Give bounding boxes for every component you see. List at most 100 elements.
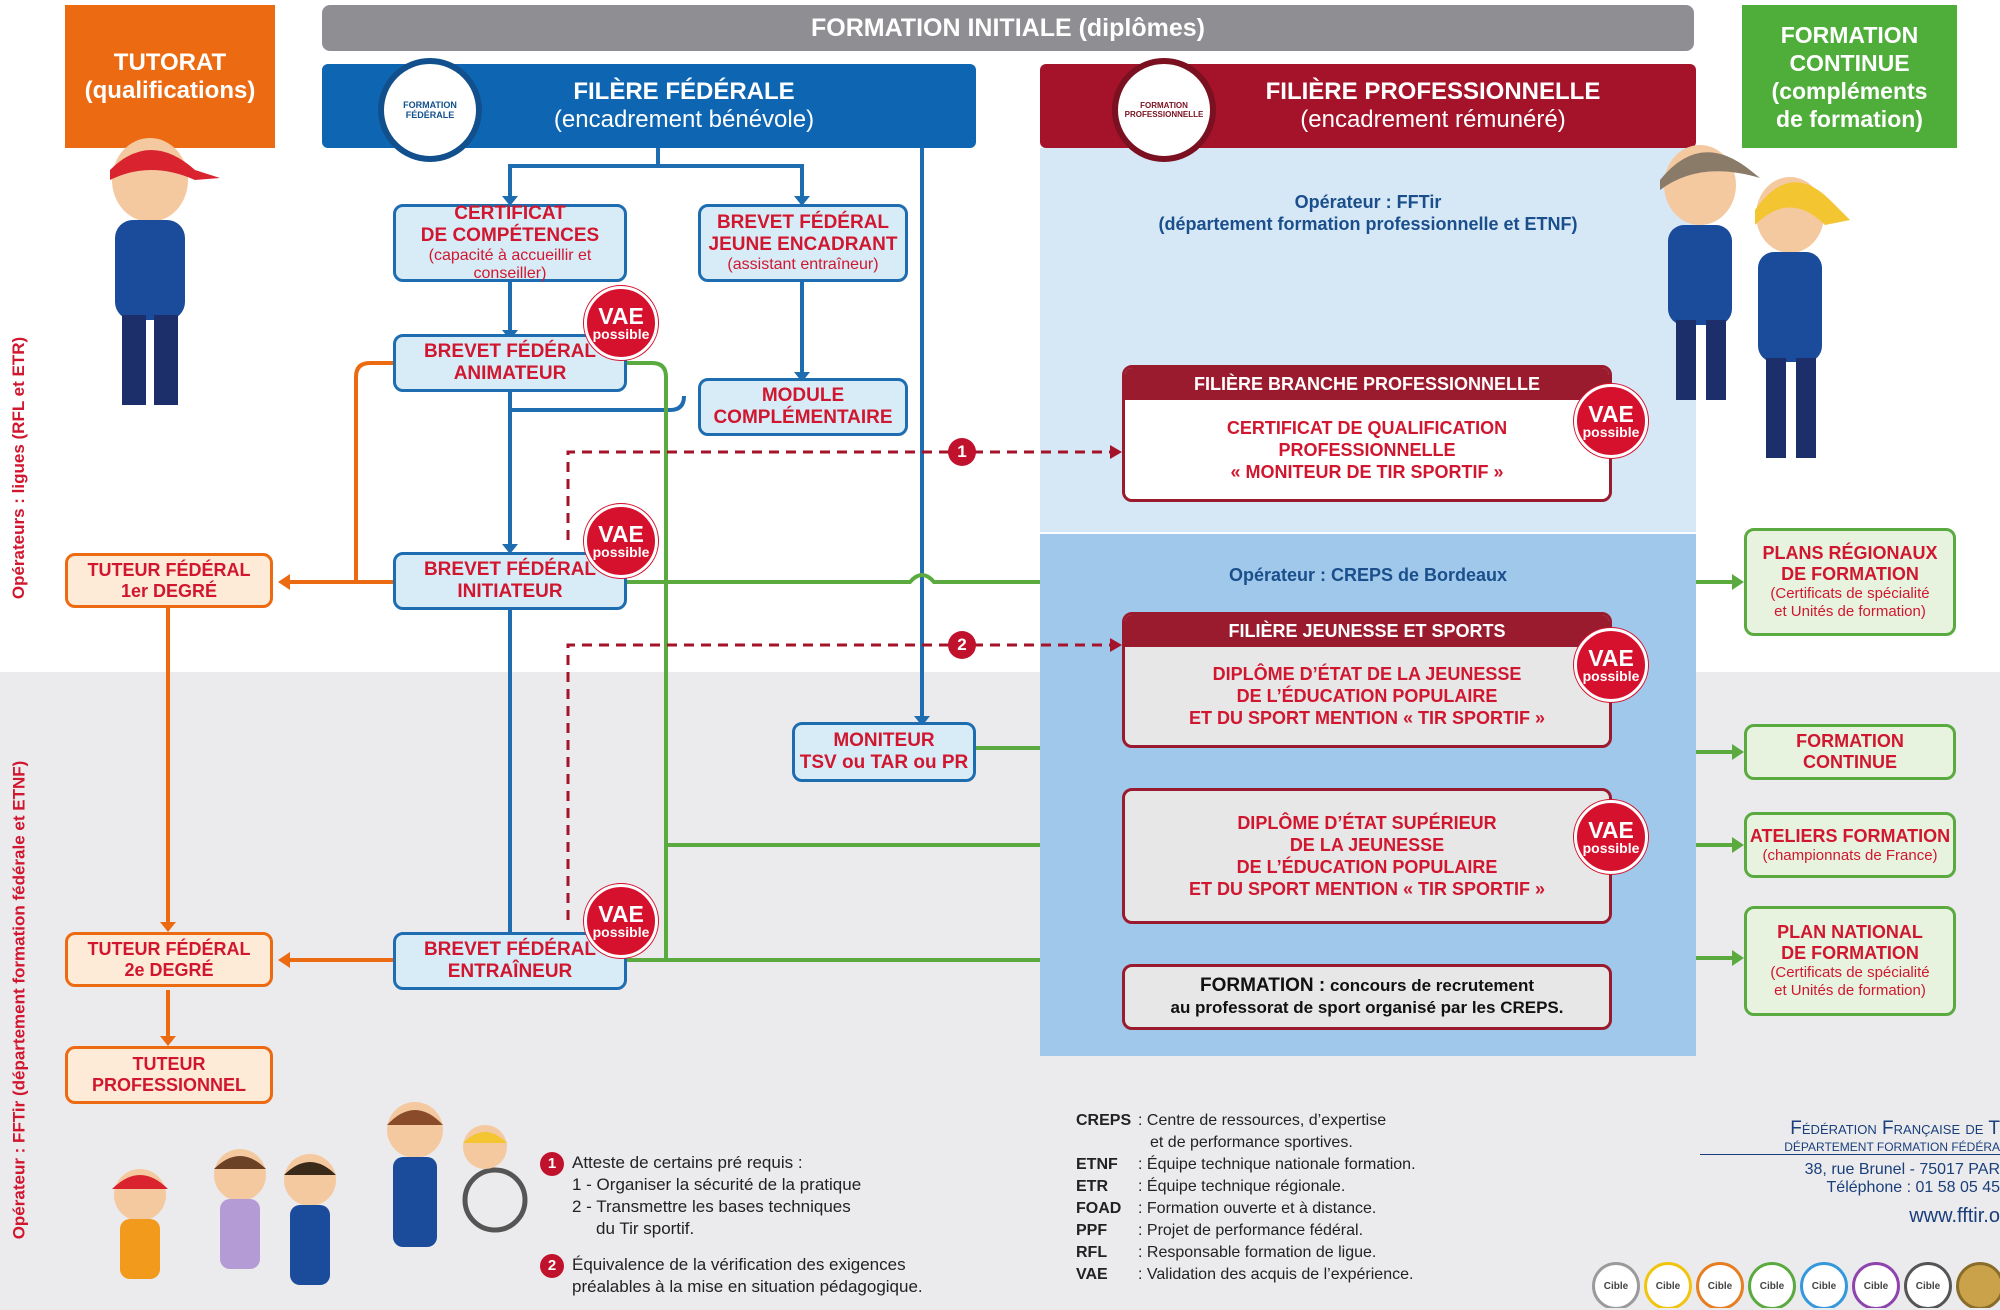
branche-bar-label: FILIÈRE BRANCHE PROFESSIONNELLE <box>1193 374 1541 394</box>
jeunesse-line-3: ET DU SPORT MENTION « TIR SPORTIF » <box>1188 708 1546 728</box>
cible-badge-label: Cible <box>1603 1280 1629 1292</box>
certificat-line-2: DE COMPÉTENCES <box>420 225 600 246</box>
jeunesse-bar-label: FILIÈRE JEUNESSE ET SPORTS <box>1228 621 1506 641</box>
pro-subtitle: (encadrement rémunéré) <box>1300 106 1566 133</box>
certificat-sub: (capacité à accueillir et conseiller) <box>428 247 592 282</box>
note-2-row: 2 Équivalence de la vérification des exi… <box>540 1254 990 1298</box>
continue-line-1: FORMATION <box>1780 21 1919 48</box>
shooters-illustration <box>112 1102 528 1285</box>
legend-text: et de performance sportives. <box>1150 1134 1353 1151</box>
legend-abbr: ETR <box>1076 1178 1108 1195</box>
legend-text: : Responsable formation de ligue. <box>1138 1244 1377 1261</box>
formation-continue-box: FORMATION CONTINUE <box>1744 724 1956 780</box>
note-2-line-2: préalables à la mise en situation pédago… <box>572 1277 923 1296</box>
formation-bold: FORMATION : <box>1199 975 1326 996</box>
formation-continue-label: FORMATION CONTINUE <box>1796 731 1904 772</box>
ateliers-line-1: ATELIERS FORMATION <box>1749 825 1951 846</box>
tuteur1-line-1: TUTEUR FÉDÉRAL <box>87 559 251 580</box>
cible-badge-label: Cible <box>1707 1280 1733 1292</box>
bfje-sub: (assistant entraîneur) <box>727 256 879 273</box>
tuteur-professionnel-box: TUTEUR PROFESSIONNEL <box>65 1046 273 1104</box>
plan-national-line-2: DE FORMATION <box>1781 943 1919 963</box>
operator-fftir-line-1: Opérateur : FFTir <box>1294 192 1442 212</box>
plans-regionaux-box: PLANS RÉGIONAUX DE FORMATION (Certificat… <box>1744 528 1956 636</box>
bf-animateur-box: BREVET FÉDÉRAL ANIMATEUR <box>393 334 627 392</box>
cible-badge-label: Cible <box>1655 1280 1681 1292</box>
filiere-branche-box: FILIÈRE BRANCHE PROFESSIONNELLE CERTIFIC… <box>1122 365 1612 502</box>
module-line-1: MODULE <box>761 385 845 406</box>
legend-row-etnf: ETNF: Équipe technique nationale formati… <box>1076 1154 1506 1176</box>
vae-label: VAE <box>598 521 644 547</box>
tuteurpro-line-1: TUTEUR <box>132 1054 206 1074</box>
cible-badge-label: Cible <box>1811 1280 1837 1292</box>
initiateur-line-2: INITIATEUR <box>457 581 563 602</box>
jeunesse-line-2: DE L’ÉDUCATION POPULAIRE <box>1236 686 1498 706</box>
abbreviation-legend: CREPS: Centre de ressources, d’expertise… <box>1076 1110 1506 1286</box>
legend-row-rfl: RFL: Responsable formation de ligue. <box>1076 1242 1506 1264</box>
legend-row-foad: FOAD: Formation ouverte et à distance. <box>1076 1198 1506 1220</box>
tutorat-title: TUTORAT <box>113 48 227 76</box>
ateliers-sub-1: (championnats de France) <box>1762 846 1938 864</box>
pro-badge-text: FORMATION PROFESSIONNELLE <box>1124 101 1204 119</box>
tuteur-1er-degre-box: TUTEUR FÉDÉRAL 1er DEGRÉ <box>65 553 273 608</box>
org-footer: Fédération Française de T DÉPARTEMENT FO… <box>1700 1118 2000 1228</box>
note-2-line-1: Équivalence de la vérification des exige… <box>572 1255 906 1274</box>
vae-sub: possible <box>592 544 650 560</box>
module-complementaire-box: MODULE COMPLÉMENTAIRE <box>698 378 908 436</box>
federale-title: FILÈRE FÉDÉRALE <box>573 78 795 105</box>
bf-jeune-encadrant-box: BREVET FÉDÉRAL JEUNE ENCADRANT (assistan… <box>698 204 908 282</box>
federale-badge-text: FORMATION FÉDÉRALE <box>403 100 457 120</box>
note-1-item-2b: du Tir sportif. <box>596 1219 695 1238</box>
filiere-jeunesse-box: FILIÈRE JEUNESSE ET SPORTS DIPLÔME D’ÉTA… <box>1122 612 1612 748</box>
cible-badge: Cible <box>1592 1262 1640 1308</box>
branche-line-3: « MONITEUR DE TIR SPORTIF » <box>1230 462 1504 482</box>
legend-abbr: VAE <box>1076 1266 1108 1283</box>
tutorat-subtitle: (qualifications) <box>84 76 256 104</box>
vae-label: VAE <box>1588 401 1634 427</box>
org-phone: Téléphone : 01 58 05 45 <box>1826 1179 2000 1196</box>
formation-rest: concours de recrutement <box>1325 976 1535 995</box>
entraineur-line-2: ENTRAÎNEUR <box>447 961 573 982</box>
note-2-text: Équivalence de la vérification des exige… <box>572 1254 923 1298</box>
legend-abbr: ETNF <box>1076 1156 1118 1173</box>
vae-sub: possible <box>592 924 650 940</box>
marker-2: 2 <box>948 631 976 659</box>
branche-line-1: CERTIFICAT DE QUALIFICATION <box>1226 418 1508 438</box>
cible-badge: Cible <box>1904 1262 1952 1308</box>
plan-national-line-1: PLAN NATIONAL <box>1777 922 1923 942</box>
federale-badge: FORMATION FÉDÉRALE <box>378 58 482 162</box>
plans-regionaux-line-2: DE FORMATION <box>1781 564 1919 584</box>
cible-badge-label: Cible <box>1863 1280 1889 1292</box>
note-1-row: 1 Atteste de certains pré requis : 1 - O… <box>540 1152 990 1240</box>
plans-regionaux-sub-1: (Certificats de spécialité <box>1770 585 1930 602</box>
marker-2-label: 2 <box>957 635 967 654</box>
continue-line-4: de formation) <box>1776 105 1923 132</box>
pro-badge: FORMATION PROFESSIONNELLE <box>1112 58 1216 162</box>
legend-row-vae: VAE: Validation des acquis de l’expérien… <box>1076 1264 1506 1286</box>
note-2-marker: 2 <box>540 1254 564 1278</box>
bfje-line-2: JEUNE ENCADRANT <box>708 234 898 255</box>
moniteur-line-2: TSV ou TAR ou PR <box>799 752 969 773</box>
vae-sub: possible <box>1582 424 1640 440</box>
legend-abbr: FOAD <box>1076 1200 1122 1217</box>
cible-badge-label: Cible <box>1915 1280 1941 1292</box>
cible-badge: Cible <box>1644 1262 1692 1308</box>
jeunesse-bar: FILIÈRE JEUNESSE ET SPORTS <box>1125 615 1609 647</box>
ateliers-formation-box: ATELIERS FORMATION (championnats de Fran… <box>1744 812 1956 878</box>
vae-label: VAE <box>1588 817 1634 843</box>
legend-text: : Projet de performance fédéral. <box>1138 1222 1364 1239</box>
tuteur-2e-degre-box: TUTEUR FÉDÉRAL 2e DEGRÉ <box>65 932 273 987</box>
org-dept: DÉPARTEMENT FORMATION FÉDÉRA <box>1700 1140 2000 1155</box>
tuteurpro-line-2: PROFESSIONNEL <box>91 1075 247 1095</box>
plan-national-sub-1: (Certificats de spécialité <box>1770 964 1930 981</box>
legend-row-creps: CREPS: Centre de ressources, d’expertise <box>1076 1110 1506 1132</box>
vae-label: VAE <box>598 901 644 927</box>
tuteur2-line-2: 2e DEGRÉ <box>124 959 214 980</box>
plans-regionaux-sub-2: et Unités de formation) <box>1774 603 1926 620</box>
vae-label: VAE <box>1588 645 1634 671</box>
cible-badge: Cible <box>1748 1262 1796 1308</box>
vae-sub: possible <box>1582 668 1640 684</box>
org-website[interactable]: www.fftir.o <box>1909 1205 2000 1227</box>
